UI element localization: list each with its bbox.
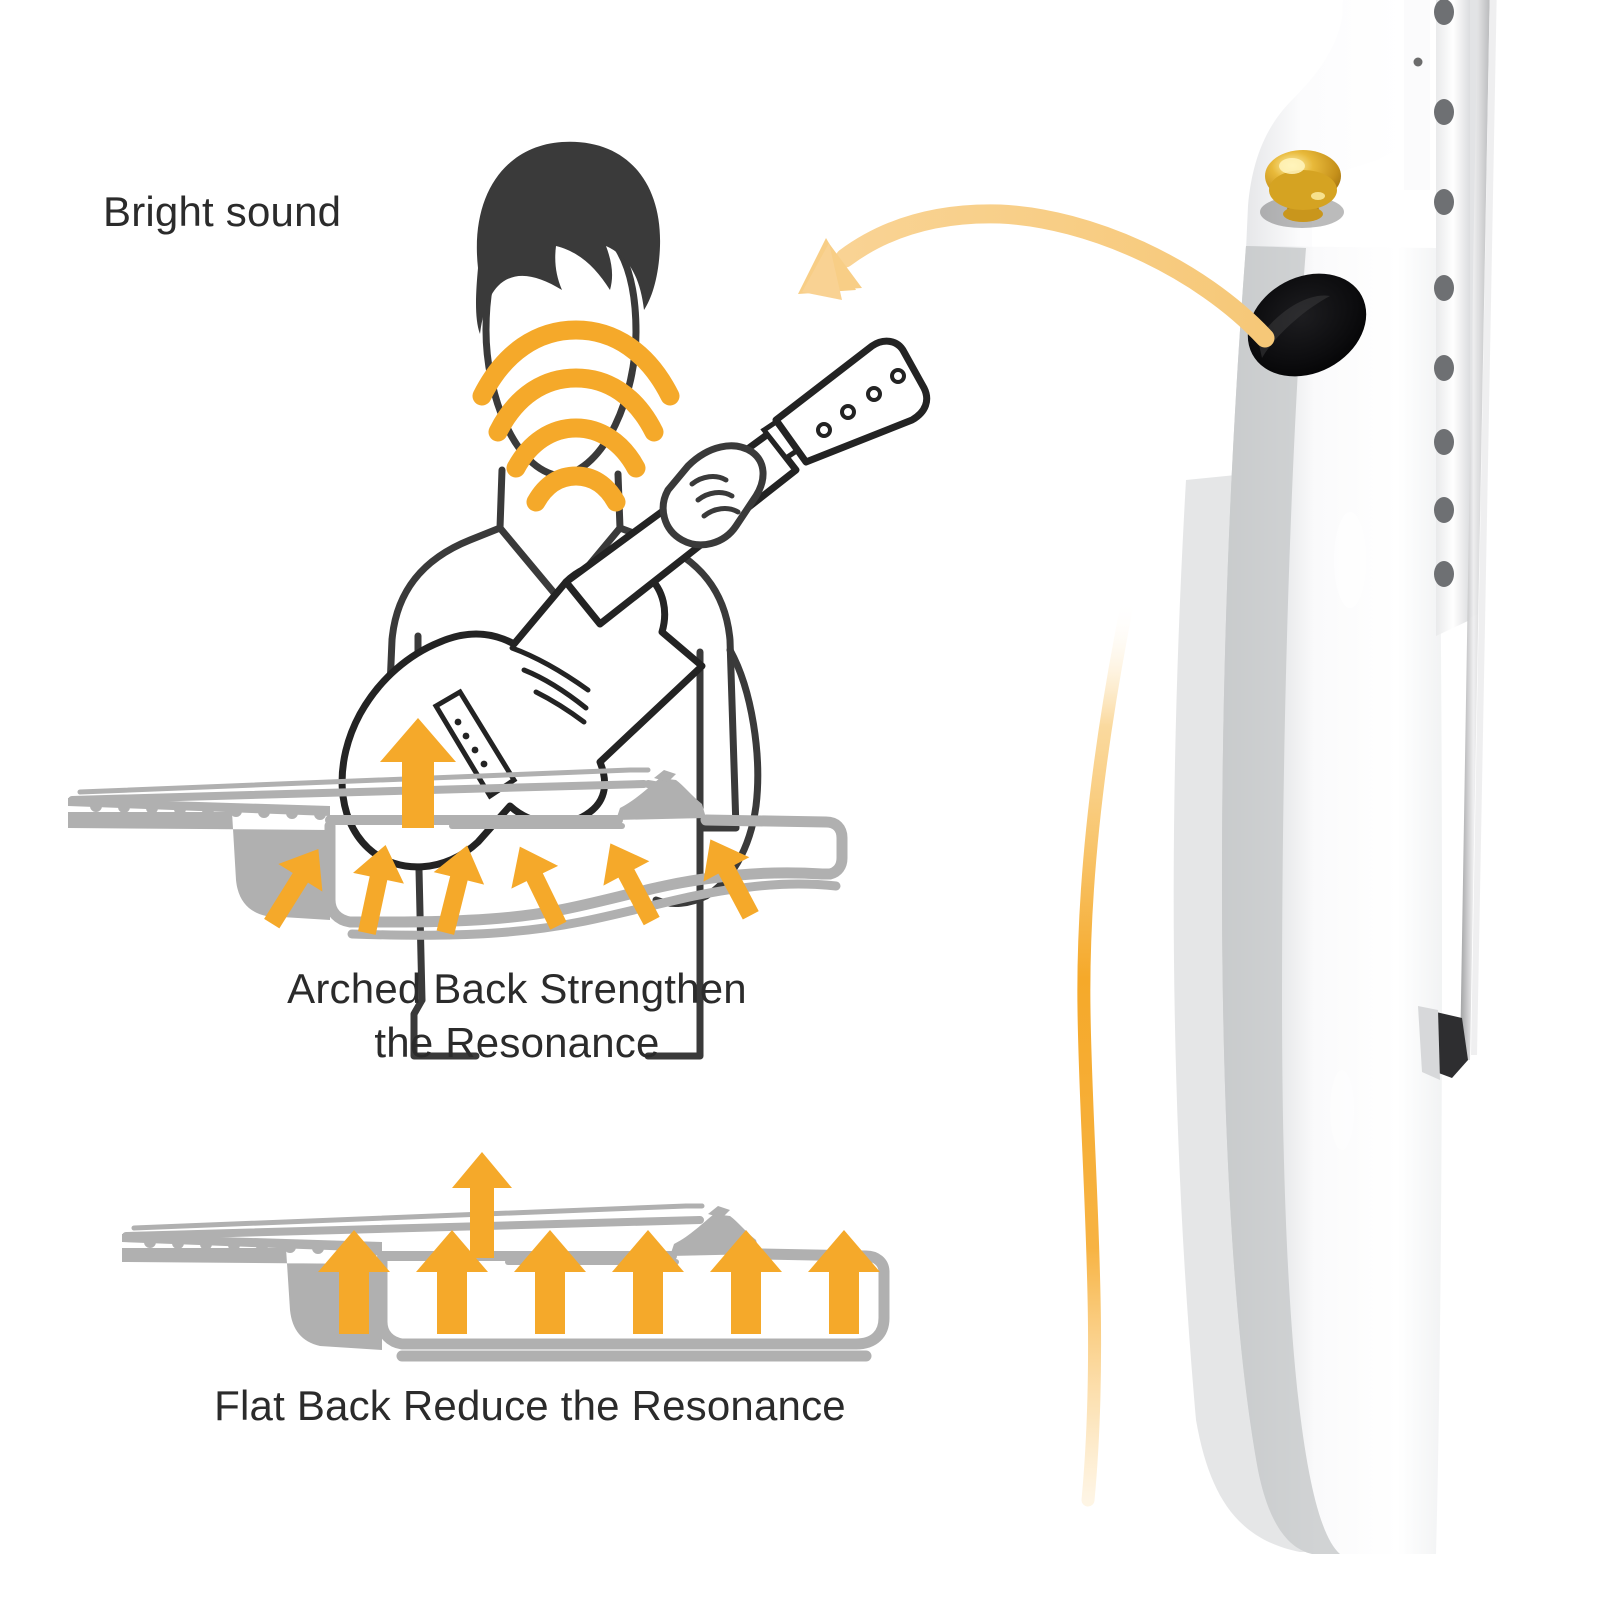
arched-diagram-bridge	[616, 770, 706, 820]
hair-shape	[476, 141, 661, 334]
arched-back-caption: Arched Back Strengthen the Resonance	[262, 962, 772, 1070]
callout-curved-arrow-icon	[798, 204, 1275, 348]
tuner-holes	[816, 368, 906, 438]
end-pin-icon	[1418, 1006, 1468, 1080]
photo-string-row	[1460, 0, 1497, 1060]
arched-diagram-frets	[90, 800, 326, 820]
strap-button-icon	[1260, 150, 1344, 228]
bright-sound-label: Bright sound	[103, 188, 342, 235]
arched-back-caption-line2: the Resonance	[374, 1019, 660, 1066]
arched-diagram-inner-arrows	[264, 839, 759, 935]
flat-diagram-top-arrow	[452, 1152, 512, 1258]
arched-back-accent-curve	[1077, 593, 1135, 1507]
arched-diagram-top-arrow	[380, 718, 456, 828]
side-sound-port-icon	[1247, 273, 1367, 377]
photo-body	[1222, 246, 1442, 1554]
sound-wave-arcs-icon	[472, 320, 680, 512]
photo-fret-row	[1434, 0, 1454, 587]
photo-side-dot-marker	[1413, 57, 1423, 67]
ukulele-bridge-pins	[454, 718, 488, 768]
ukulele-bridge	[432, 688, 518, 800]
flat-diagram-inner-arrows	[318, 1230, 880, 1334]
flat-back-caption: Flat Back Reduce the Resonance	[214, 1382, 846, 1429]
photo-soft-shadow	[1173, 470, 1330, 1552]
arched-back-caption-line1: Arched Back Strengthen	[287, 965, 747, 1012]
